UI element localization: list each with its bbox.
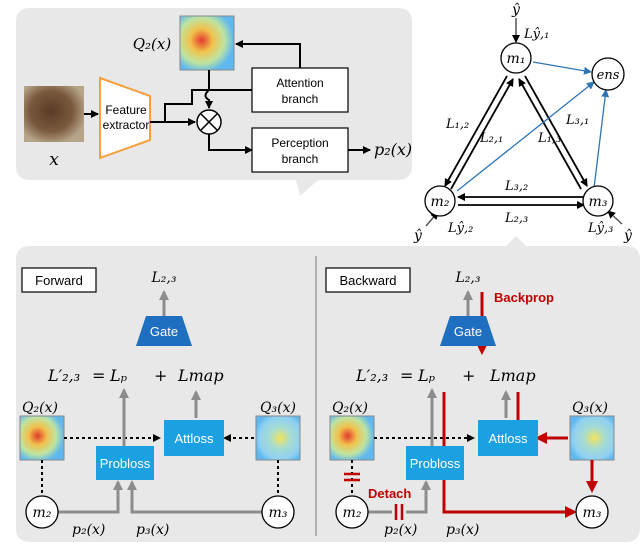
- backward-probloss: [406, 446, 464, 480]
- loss-21: L₂,₁: [479, 131, 503, 146]
- forward-p2-label: p₂(x): [72, 522, 105, 538]
- backward-q3-map: [569, 415, 615, 461]
- forward-eq-eq: =: [92, 366, 105, 385]
- forward-m3-label: m₃: [269, 505, 288, 521]
- loss-y3: Lŷ,₃: [587, 221, 613, 236]
- backward-gate: [440, 316, 496, 346]
- backward-title: Backward: [339, 273, 396, 288]
- forward-q2-label: Q₂(x): [22, 400, 58, 416]
- feature-extractor-label-2: extractor: [103, 118, 150, 132]
- forward-title: Forward: [35, 273, 83, 288]
- node-m2: [424, 185, 456, 217]
- loss-y2: Lŷ,₂: [447, 221, 473, 236]
- forward-p3-label: p₃(x): [136, 522, 169, 538]
- forward-eq-plus: +: [154, 366, 167, 385]
- attention-branch-label-2: branch: [282, 92, 319, 106]
- forward-top-loss: L₂,₃: [151, 270, 177, 286]
- backward-m3-label: m₃: [583, 505, 602, 521]
- mutual-learning-graph: m₁ m₂ m₃ ens ŷ ŷ ŷ Lŷ,₁ L₁,₂ L₂,₁ L₁,₃ L…: [413, 1, 633, 244]
- input-image: [24, 86, 84, 142]
- backward-eq-lmap: Lmap: [489, 366, 536, 385]
- backward-attloss-label: Attloss: [488, 431, 528, 446]
- backward-section: Backward L₂,₃ Backprop Gate L′₂,₃ = Lₚ +…: [325, 267, 615, 538]
- perception-branch-label-1: Perception: [271, 136, 328, 150]
- node-ens: [591, 57, 625, 91]
- backward-p2-label: p₂(x): [384, 522, 417, 538]
- loss-31: L₃,₁: [565, 113, 589, 128]
- input-label: x: [49, 150, 59, 170]
- backward-eq-eq: =: [400, 366, 413, 385]
- forward-node-m3: [261, 495, 295, 529]
- attention-map-image: [179, 15, 235, 71]
- forward-eq-lmap: Lmap: [177, 366, 224, 385]
- attention-branch-label-1: Attention: [276, 76, 323, 90]
- q2-map-label: Q₂(x): [133, 35, 172, 53]
- yhat-label-1: ŷ: [511, 1, 521, 18]
- p2-output-label: p₂(x): [374, 140, 412, 159]
- backprop-label: Backprop: [494, 290, 554, 305]
- detach-label: Detach: [368, 486, 411, 501]
- backward-node-m2: [335, 495, 369, 529]
- top-panel: x Feature extractor Q₂(x) Attention bran…: [16, 8, 412, 196]
- node-m2-label: m₂: [431, 194, 450, 210]
- forward-gate: [136, 316, 192, 346]
- forward-probloss-label: Probloss: [100, 456, 151, 471]
- backward-eq-lp: Lₚ: [417, 366, 436, 385]
- forward-eq-lp: Lₚ: [109, 366, 128, 385]
- feature-extractor-label-1: Feature: [105, 103, 147, 117]
- loss-13: L₁,₃: [537, 131, 561, 146]
- forward-q3-label: Q₃(x): [260, 400, 296, 416]
- forward-q2-map: [19, 415, 65, 461]
- forward-attloss-label: Attloss: [174, 431, 214, 446]
- backward-gate-label: Gate: [454, 324, 482, 339]
- backward-q2-label: Q₂(x): [332, 400, 368, 416]
- yhat-label-3: ŷ: [623, 227, 633, 244]
- node-m3-label: m₃: [589, 194, 608, 210]
- yhat-label-2: ŷ: [413, 227, 423, 244]
- backward-eq-plus: +: [462, 366, 475, 385]
- loss-23: L₂,₃: [504, 211, 528, 226]
- backward-node-m3: [575, 495, 609, 529]
- perception-branch-label-2: branch: [282, 152, 319, 166]
- backward-top-loss: L₂,₃: [455, 270, 481, 286]
- backward-m2-label: m₂: [343, 505, 362, 521]
- loss-y1: Lŷ,₁: [523, 27, 549, 42]
- bottom-panel: [16, 236, 640, 542]
- backward-title-box: [325, 267, 411, 293]
- backward-q2-map: [329, 415, 375, 461]
- forward-title-box: [21, 267, 97, 293]
- forward-q3-map: [255, 415, 301, 461]
- backward-attloss: [478, 420, 538, 456]
- forward-m2-label: m₂: [33, 505, 52, 521]
- backward-probloss-label: Probloss: [410, 456, 461, 471]
- attention-branch-block: [251, 67, 349, 113]
- forward-gate-label: Gate: [150, 324, 178, 339]
- node-m1: [500, 42, 532, 74]
- backward-eq-lhs: L′₂,₃: [355, 366, 388, 385]
- backward-p3-label: p₃(x): [446, 522, 479, 538]
- forward-eq-lhs: L′₂,₃: [47, 366, 80, 385]
- forward-node-m2: [25, 495, 59, 529]
- node-m1-label: m₁: [507, 51, 526, 67]
- node-m3: [582, 185, 614, 217]
- node-ens-label: ens: [597, 68, 620, 83]
- loss-12: L₁,₂: [445, 117, 469, 132]
- feature-extractor-block: [99, 76, 151, 160]
- forward-section: Forward L₂,₃ Gate L′₂,₃ = Lₚ + Lmap Q₂(x…: [19, 267, 301, 538]
- backward-q3-label: Q₃(x): [572, 400, 608, 416]
- loss-32: L₃,₂: [504, 179, 528, 194]
- forward-probloss: [96, 446, 154, 480]
- forward-attloss: [164, 420, 224, 456]
